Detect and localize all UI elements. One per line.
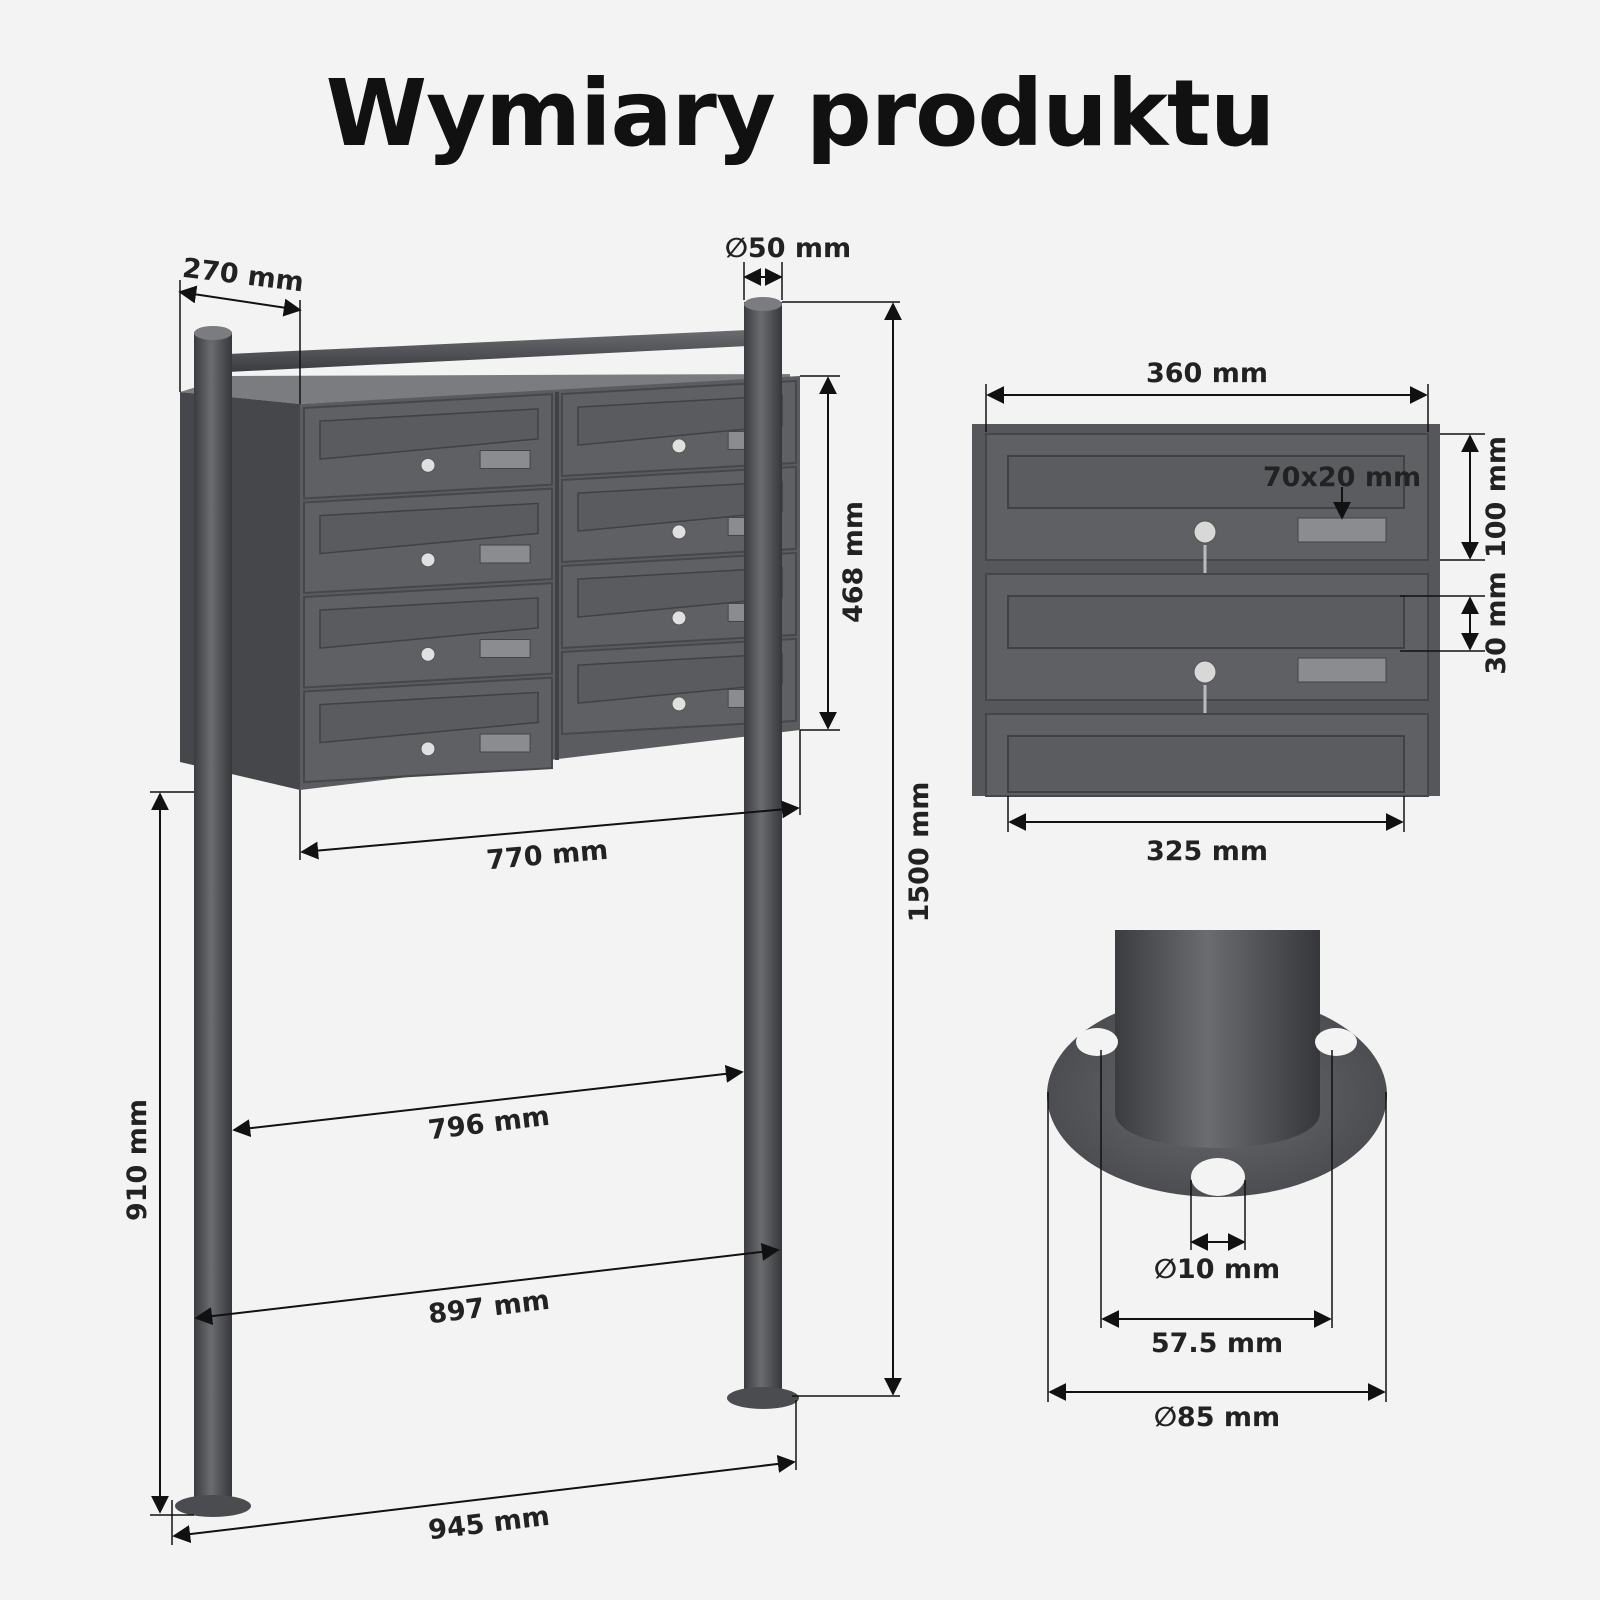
- lock-icon: [671, 696, 687, 712]
- stand-height-label: 910 mm: [122, 1099, 153, 1221]
- depth-label: 270 mm: [181, 253, 306, 299]
- pole-stub: [1115, 930, 1320, 1148]
- stand-dimension-lines: [150, 262, 902, 1545]
- left-pole: [194, 332, 232, 1507]
- compartment-dimension-lines: [985, 384, 1485, 832]
- mail-slot-flap: [319, 691, 539, 744]
- name-label-slot: [479, 450, 531, 470]
- box-width-label: 770 mm: [485, 835, 609, 877]
- mail-slot-flap: [319, 408, 539, 460]
- inner-width-label: 796 mm: [427, 1101, 552, 1147]
- lock-icon: [420, 552, 436, 568]
- base-width-label: 945 mm: [427, 1501, 552, 1547]
- mail-slot-flap: [319, 597, 539, 649]
- foot-plate-detail: [1047, 930, 1387, 1197]
- box-height-label: 468 mm: [838, 501, 869, 623]
- lock-icon: [1193, 660, 1217, 684]
- right-pole: [744, 302, 782, 1399]
- top-rail: [228, 330, 748, 372]
- slot-height-label: 100 mm: [1481, 436, 1512, 558]
- flap-width-label: 325 mm: [1146, 836, 1268, 867]
- box-lid: [180, 374, 790, 404]
- lock-icon: [420, 646, 436, 662]
- mounting-hole: [1191, 1158, 1245, 1196]
- lock-icon: [671, 438, 687, 454]
- name-label-slot: [1297, 517, 1387, 543]
- name-label-slot: [479, 639, 531, 659]
- left-foot: [175, 1495, 251, 1517]
- lock-icon: [671, 524, 687, 540]
- lock-icon: [1193, 520, 1217, 544]
- mounting-hole: [1076, 1028, 1118, 1056]
- middle-width-label: 897 mm: [427, 1285, 552, 1331]
- slot-width-label: 360 mm: [1146, 358, 1268, 389]
- hole-diameter-label: ∅10 mm: [1154, 1254, 1280, 1285]
- mailbox-compartments: [303, 379, 797, 784]
- mail-slot-flap: [319, 502, 539, 555]
- lock-icon: [420, 457, 436, 473]
- name-label-slot: [479, 733, 531, 753]
- mounting-hole: [1315, 1028, 1357, 1056]
- pole-diameter-label: ∅50 mm: [725, 233, 851, 264]
- mailbox-stand: [175, 297, 800, 1517]
- plate-diameter-label: ∅85 mm: [1154, 1402, 1280, 1433]
- total-height-label: 1500 mm: [904, 782, 935, 923]
- compartment-detail: [972, 424, 1440, 797]
- slot-gap-label: 30 mm: [1481, 571, 1512, 674]
- page-title: Wymiary produktu: [325, 60, 1276, 167]
- lock-icon: [420, 741, 436, 757]
- right-foot: [727, 1387, 799, 1409]
- hole-spacing-label: 57.5 mm: [1151, 1328, 1283, 1359]
- label-size-label: 70x20 mm: [1263, 462, 1421, 493]
- name-label-slot: [479, 544, 531, 564]
- lock-icon: [671, 610, 687, 626]
- foot-dimension-lines: [1047, 1050, 1387, 1402]
